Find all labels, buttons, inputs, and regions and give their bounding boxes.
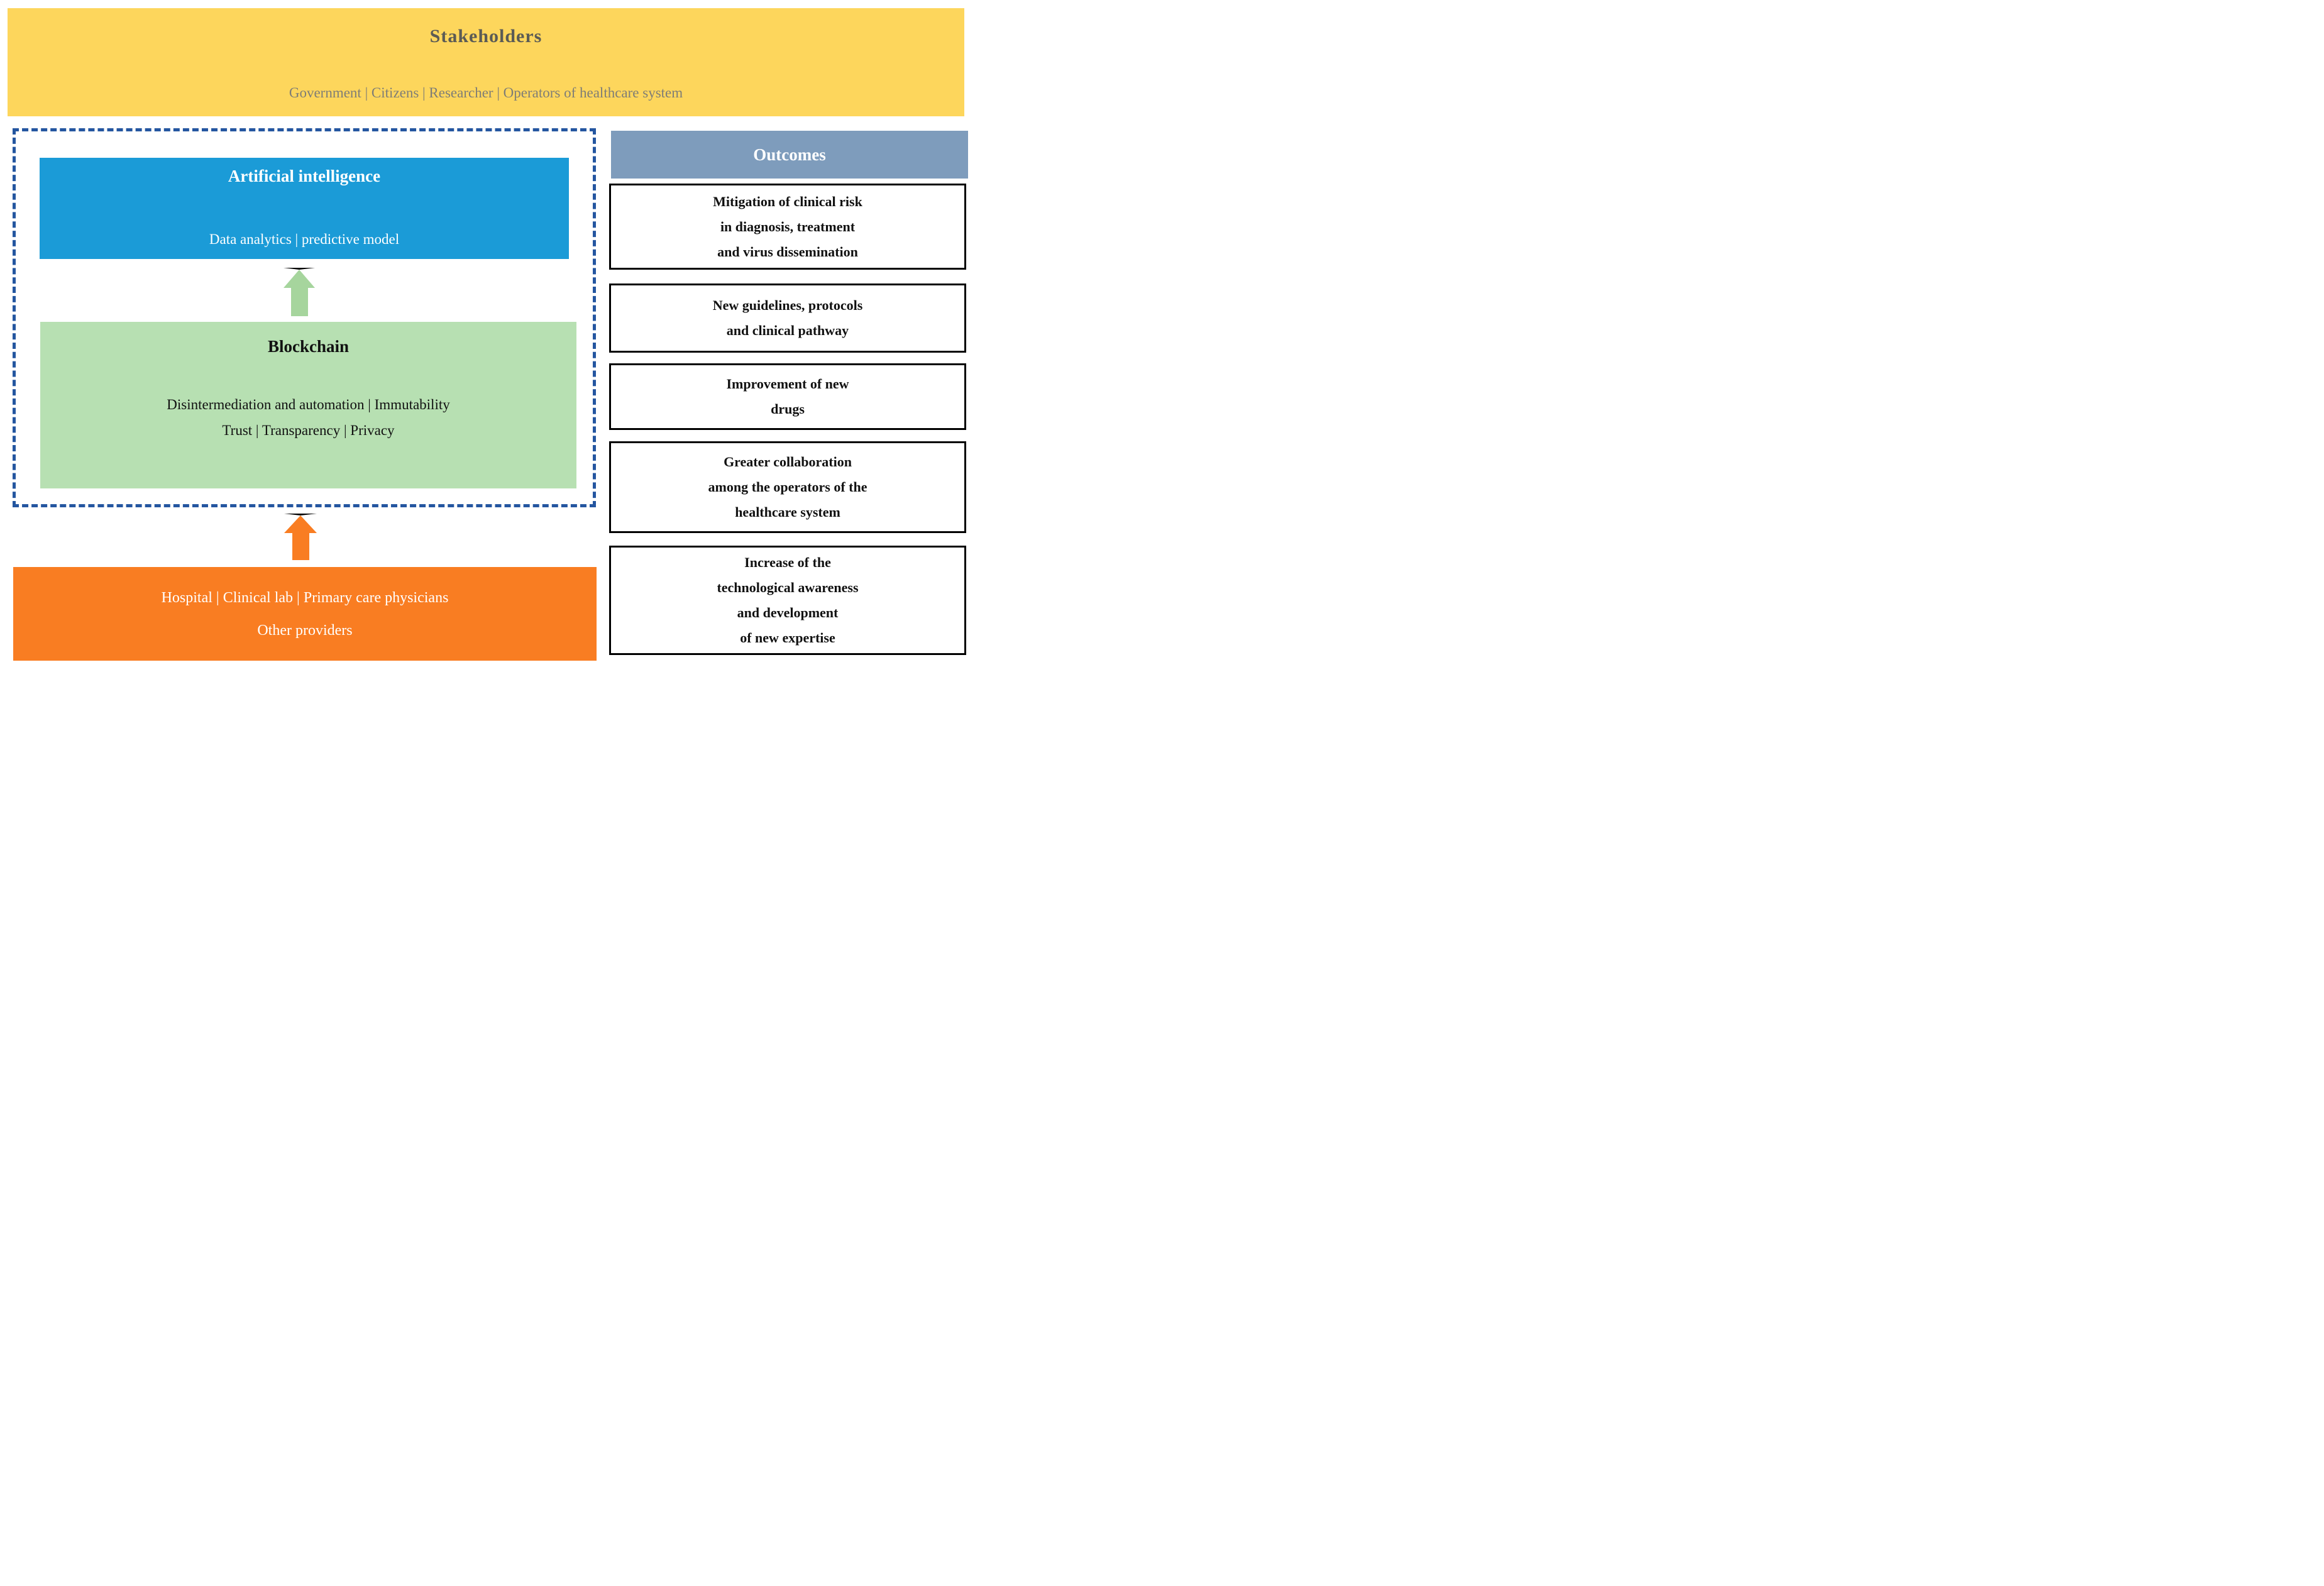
outcome-text: Increase of the technological awareness … (717, 554, 859, 646)
artificial-intelligence-box: Artificial intelligence Data analytics |… (40, 158, 569, 259)
arrow-shaft (290, 288, 308, 316)
technology-dashed-frame (13, 128, 596, 507)
figure-canvas: Stakeholders Government | Citizens | Res… (0, 0, 971, 663)
artificial-intelligence-capabilities: Data analytics | predictive model (209, 231, 400, 247)
artificial-intelligence-title: Artificial intelligence (228, 167, 381, 185)
providers-line-2: Other providers (257, 622, 353, 639)
providers-line-1: Hospital | Clinical lab | Primary care p… (161, 589, 449, 606)
outcome-text: Mitigation of clinical risk in diagnosis… (713, 193, 862, 260)
up-arrow-green-icon (284, 268, 315, 316)
blockchain-title: Blockchain (267, 337, 350, 356)
outcome-box-clinical-risk: Mitigation of clinical risk in diagnosis… (609, 184, 966, 270)
providers-box: Hospital | Clinical lab | Primary care p… (13, 567, 597, 661)
outcomes-header-label: Outcomes (753, 145, 826, 164)
stakeholders-list: Government | Citizens | Researcher | Ope… (289, 85, 683, 101)
outcomes-header: Outcomes (611, 131, 968, 179)
outcome-text: Greater collaboration among the operator… (708, 454, 867, 520)
up-arrow-orange-icon (284, 514, 317, 560)
stakeholders-title: Stakeholders (429, 26, 542, 47)
blockchain-properties: Disintermediation and automation | Immut… (167, 397, 450, 438)
arrow-shaft (292, 533, 309, 560)
stakeholders-banner: Stakeholders Government | Citizens | Res… (8, 8, 964, 116)
arrow-head (284, 268, 315, 288)
outcome-box-awareness: Increase of the technological awareness … (609, 546, 966, 655)
blockchain-box: Blockchain Disintermediation and automat… (40, 322, 576, 488)
arrow-head (284, 514, 317, 533)
outcome-text: Improvement of new drugs (726, 376, 849, 417)
outcome-box-guidelines: New guidelines, protocols and clinical p… (609, 284, 966, 353)
outcome-text: New guidelines, protocols and clinical p… (712, 297, 863, 338)
outcome-box-collaboration: Greater collaboration among the operator… (609, 441, 966, 533)
outcome-box-new-drugs: Improvement of new drugs (609, 363, 966, 430)
